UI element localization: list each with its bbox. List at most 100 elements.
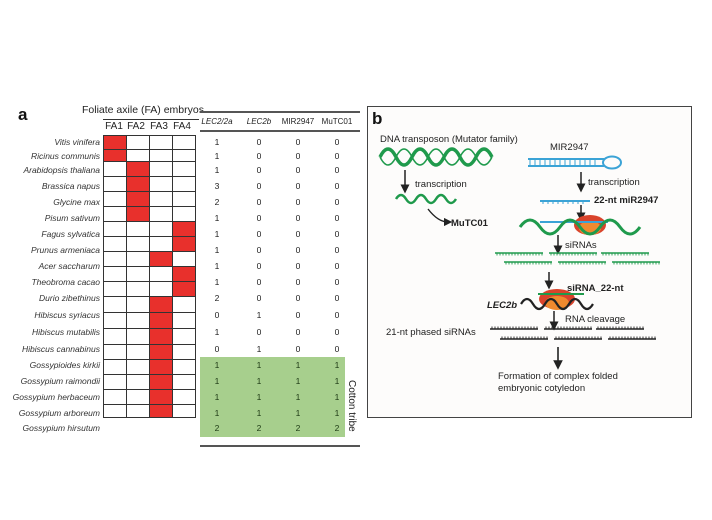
- gene-count-cell: 0: [295, 150, 301, 161]
- pathway-diagram: [378, 147, 660, 370]
- gene-count-cell: 0: [295, 136, 301, 147]
- gene-count-cell: 0: [334, 213, 340, 223]
- species-name: Gossypioides kirkii: [29, 360, 100, 370]
- gene-count-cell: 0: [334, 229, 340, 239]
- fa-header-underline: [103, 119, 199, 121]
- fa-grid-row: [103, 344, 196, 360]
- gene-count-cell: 1: [214, 245, 220, 255]
- fa-cell-empty: [103, 328, 127, 345]
- gene-count-cell: 0: [334, 343, 340, 354]
- fa-cell-filled: [172, 281, 196, 297]
- fa-grid-row: [103, 176, 196, 192]
- phased-sirnas-label: 21-nt phased siRNAs: [386, 327, 476, 338]
- gene-count-cell: 0: [334, 150, 340, 161]
- gene-count-cell: 1: [334, 392, 340, 402]
- gene-count-cell: 1: [256, 309, 262, 320]
- fa-cell-empty: [149, 236, 173, 252]
- gene-count-cell: 1: [214, 165, 220, 175]
- gene-count-cell: 0: [334, 326, 340, 337]
- fa-grid-row: [103, 389, 196, 405]
- species-name: Brassica napus: [41, 181, 100, 191]
- gene-count-cell: 0: [295, 245, 301, 255]
- fa-cell-empty: [126, 135, 150, 150]
- fa-cell-empty: [126, 266, 150, 282]
- gene-count-cell: 0: [334, 245, 340, 255]
- gene-count-cell: 0: [295, 343, 301, 354]
- fa-cell-empty: [172, 191, 196, 207]
- fa-cell-empty: [126, 389, 150, 405]
- fa-cell-empty: [172, 206, 196, 222]
- gene-count-cell: 1: [295, 376, 301, 386]
- fa-cell-empty: [126, 344, 150, 360]
- gene-count-cell: 0: [334, 181, 340, 191]
- gene-count-cell: 0: [334, 277, 340, 287]
- fa-grid: [103, 135, 196, 418]
- fa-cell-empty: [103, 312, 127, 329]
- gene-count-cell: 1: [214, 229, 220, 239]
- gene-count-cell: 1: [256, 360, 262, 370]
- gene-count-cell: 0: [256, 326, 262, 337]
- fa-cell-empty: [172, 374, 196, 390]
- fa-grid-row: [103, 251, 196, 267]
- species-name: Gossypium raimondii: [20, 376, 100, 386]
- fa-cell-empty: [103, 404, 127, 418]
- gene-column-header: MIR2947: [281, 117, 315, 126]
- fa-cell-empty: [172, 344, 196, 360]
- fa-grid-row: [103, 266, 196, 282]
- fa-column-header: FA3: [150, 121, 168, 132]
- gene-count-cell: 0: [256, 197, 262, 207]
- fa-cell-empty: [126, 404, 150, 418]
- fa-cell-filled: [149, 344, 173, 360]
- sirna-fragment: [612, 261, 660, 265]
- species-name: Pisum sativum: [44, 213, 100, 223]
- fa-cell-filled: [149, 328, 173, 345]
- fa-grid-row: [103, 328, 196, 345]
- species-name: Vitis vinifera: [54, 136, 100, 147]
- fa-cell-empty: [126, 149, 150, 162]
- risc-complex-icon: [518, 215, 642, 236]
- gene-count-cell: 0: [256, 293, 262, 303]
- gene-count-cell: 0: [295, 309, 301, 320]
- fa-cell-empty: [103, 221, 127, 237]
- fa-cell-empty: [126, 312, 150, 329]
- fa-grid-row: [103, 281, 196, 297]
- phased-sirna-fragment: [544, 326, 592, 330]
- fa-cell-filled: [149, 312, 173, 329]
- gene-count-cell: 0: [295, 229, 301, 239]
- species-name: Gossypium herbaceum: [12, 392, 100, 402]
- fa-cell-empty: [126, 281, 150, 297]
- gene-count-cell: 0: [295, 261, 301, 271]
- gene-count-cell: 1: [256, 343, 262, 354]
- sirna-fragment: [495, 252, 543, 256]
- mir2947-label: MIR2947: [550, 142, 589, 153]
- gene-count-cell: 2: [256, 423, 262, 433]
- gene-count-cell: 0: [334, 136, 340, 147]
- gene-count-cell: 0: [256, 150, 262, 161]
- gene-count-cell: 1: [214, 392, 220, 402]
- fa-cell-empty: [126, 296, 150, 313]
- gene-count-cell: 1: [214, 376, 220, 386]
- fa-cell-empty: [172, 176, 196, 192]
- gene-count-cell: 1: [295, 392, 301, 402]
- gene-count-cell: 1: [295, 408, 301, 418]
- fa-grid-row: [103, 236, 196, 252]
- species-name: Prunus armeniaca: [31, 245, 100, 255]
- gene-count-cell: 1: [295, 360, 301, 370]
- gene-count-cell: 0: [295, 197, 301, 207]
- fa-cell-empty: [172, 251, 196, 267]
- species-name: Hibiscus cannabinus: [22, 343, 100, 354]
- gene-table-top-rule: [200, 111, 360, 113]
- gene-count-cell: 0: [334, 309, 340, 320]
- fa-cell-empty: [126, 359, 150, 375]
- gene-count-cell: 0: [256, 181, 262, 191]
- fa-column-header: FA2: [127, 121, 145, 132]
- gene-count-cell: 0: [214, 343, 220, 354]
- sirna-fragment: [504, 261, 552, 265]
- fa-cell-empty: [103, 191, 127, 207]
- gene-count-cell: 0: [256, 261, 262, 271]
- gene-count-cell: 1: [214, 261, 220, 271]
- gene-count-cell: 3: [214, 181, 220, 191]
- fa-cell-empty: [149, 206, 173, 222]
- fa-cell-empty: [149, 281, 173, 297]
- fa-cell-empty: [149, 266, 173, 282]
